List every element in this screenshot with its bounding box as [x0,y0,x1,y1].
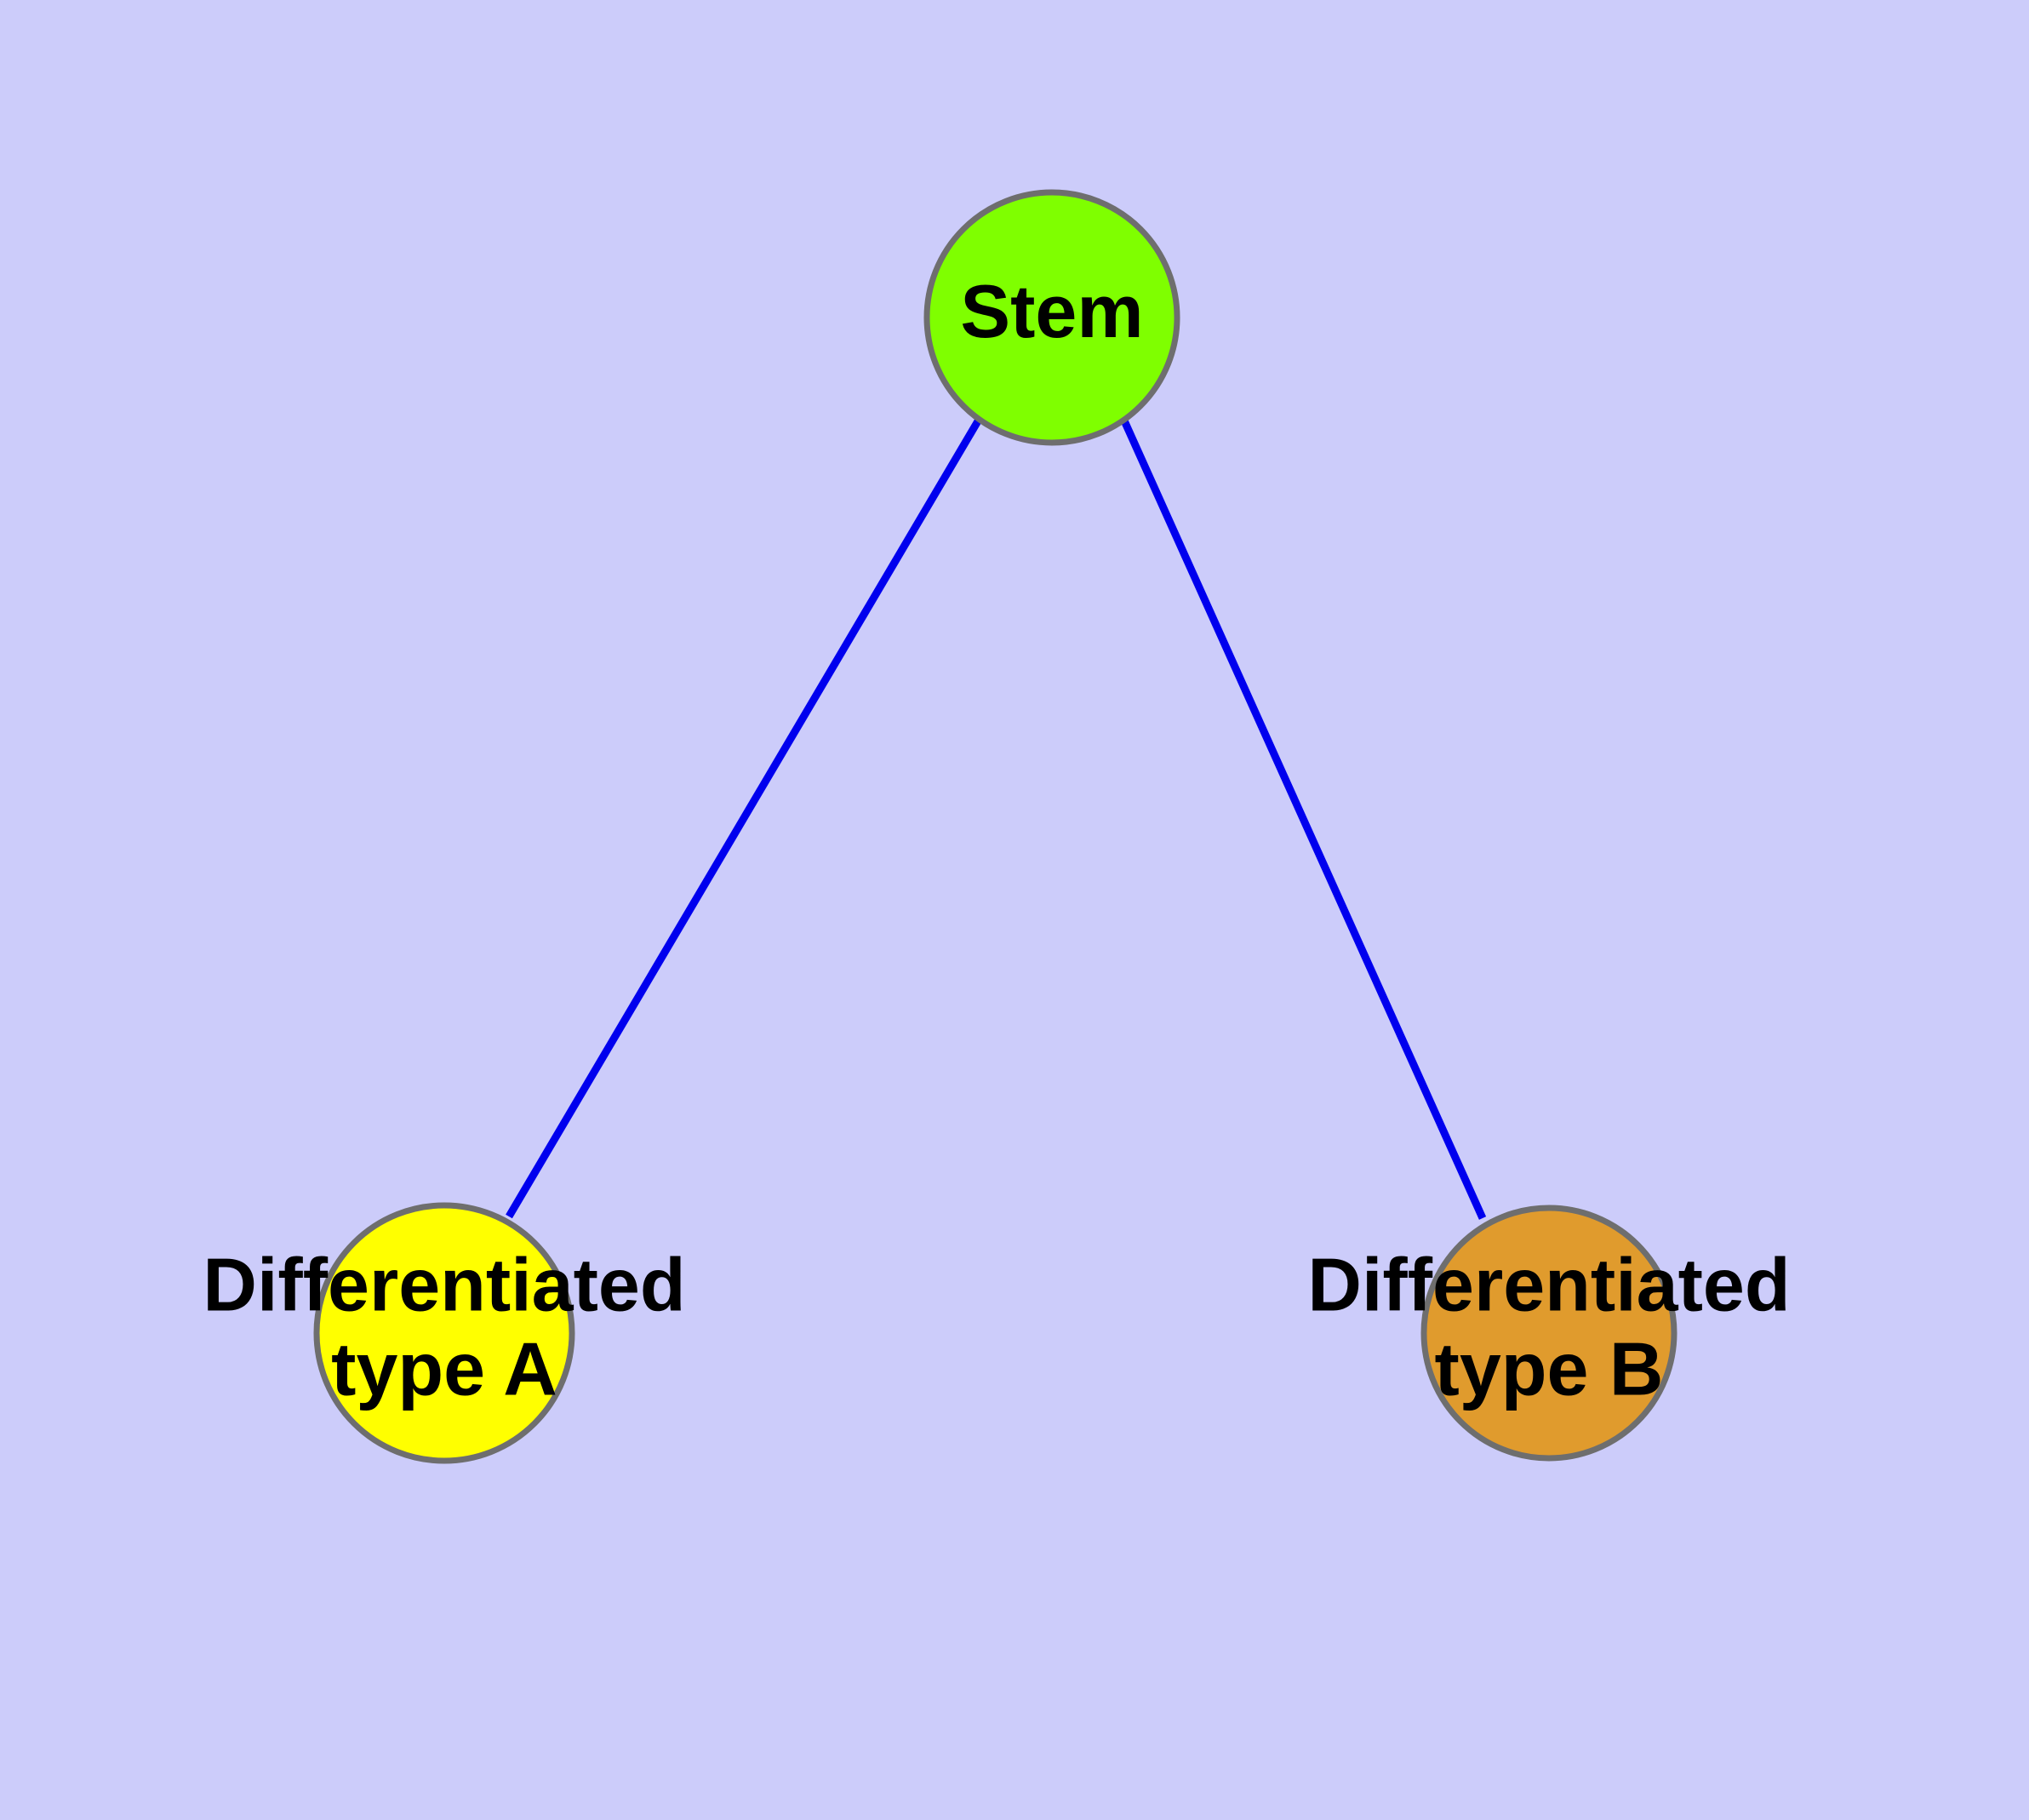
node-label-line: type A [331,1327,557,1411]
node-label-line: Stem [960,269,1143,353]
node-layer [313,189,1677,1464]
edge-layer [506,417,1487,1220]
node-stem[interactable] [923,189,1180,446]
node-label-stem: Stem [960,269,1143,353]
edge-stem-to-diff-b [1119,417,1487,1220]
edge-stem-to-diff-a [506,417,982,1219]
node-label-line: Differentiated [1307,1243,1790,1327]
node-diff-b[interactable] [1420,1205,1677,1462]
node-diff-a[interactable] [313,1202,575,1464]
node-label-line: type B [1435,1327,1664,1411]
node-label-line: Differentiated [203,1243,685,1327]
